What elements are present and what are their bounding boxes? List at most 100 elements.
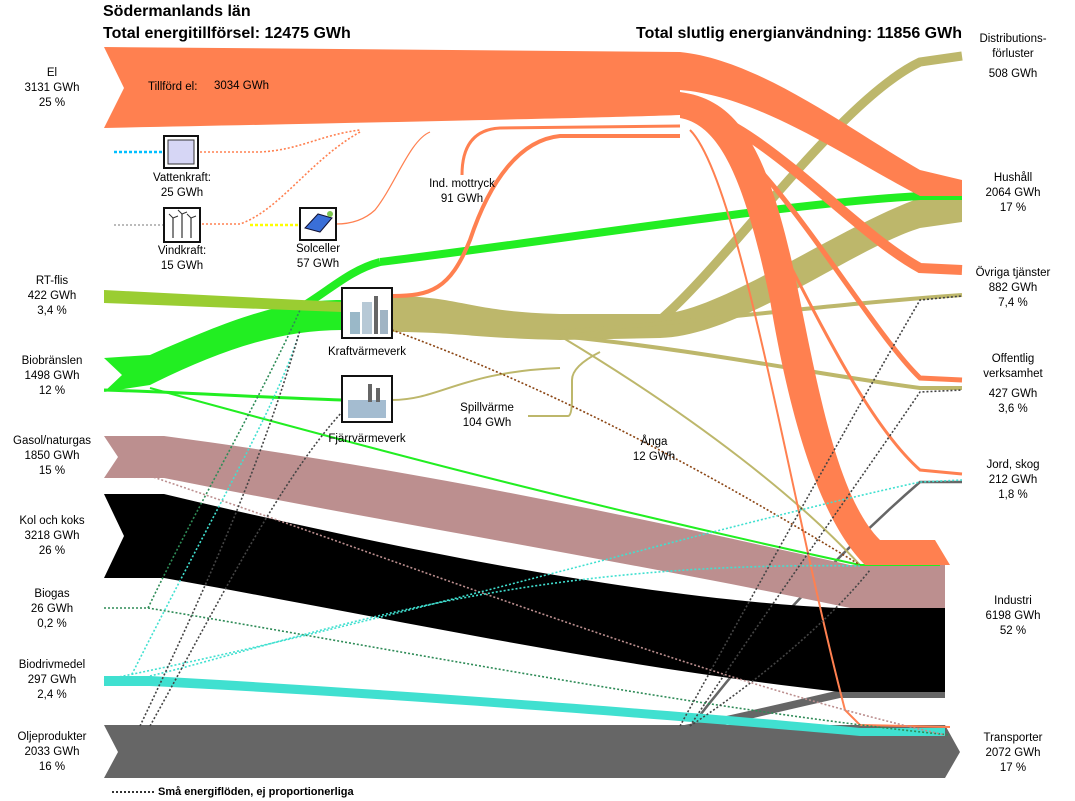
target-industri-share: 52 % [999,625,1027,637]
source-biodrivmedel-name: Biodrivmedel [18,659,86,671]
flow-hydro-el [200,129,361,153]
source-gasol-name: Gasol/naturgas [13,435,91,447]
flow-olja-transporter [104,725,960,778]
flow-olja-industri [660,690,945,735]
flow-el-ovriga [679,100,963,275]
flow-olja-jord [689,480,962,729]
fjarrvarmeverk-label: Fjärrvärmeverk [328,433,406,445]
target-distribution: Distributions- förluster 508 GWh [963,32,1063,82]
ind-mottryck-value: 91 GWh [440,193,484,205]
flow-el-distribution [679,98,963,476]
target-industri-value: 6198 GWh [985,610,1041,622]
target-hushall-name: Hushåll [993,172,1033,184]
target-distribution-name-1: Distributions- [979,33,1047,45]
flow-olja-offentlig [689,389,963,727]
target-distribution-value: 508 GWh [988,68,1038,80]
spillvarme-label: Spillvärme 104 GWh [450,401,524,431]
spillvarme-name: Spillvärme [460,402,514,414]
solceller-value: 57 GWh [296,258,340,270]
flow-heat-ovriga [559,293,963,334]
target-offentlig-share: 3,6 % [998,403,1028,415]
source-biobransle-share: 12 % [38,385,66,397]
ind-mottryck-label: Ind. mottryck 91 GWh [422,177,502,207]
target-offentlig-value: 427 GWh [988,388,1038,400]
source-rtflis-share: 3,4 % [37,305,67,317]
source-olja: Oljeprodukter 2033 GWh 16 % [0,730,104,775]
flow-solar-el [335,131,431,225]
source-el-share: 25 % [38,97,66,109]
target-jord: Jord, skog 212 GWh 1,8 % [963,458,1063,503]
source-kol-share: 26 % [38,545,66,557]
legend: Små energiflöden, ej proportionerliga [112,786,354,798]
target-transporter: Transporter 2072 GWh 17 % [963,731,1063,776]
flow-biodrivmedel-transporter [104,676,945,736]
source-biogas-value: 26 GWh [30,603,74,615]
target-ovriga-name: Övriga tjänster [975,267,1051,279]
flow-el-main [104,47,962,196]
solceller-label: Solceller 57 GWh [283,242,353,272]
target-ovriga-value: 882 GWh [988,282,1038,294]
target-jord-value: 212 GWh [988,474,1038,486]
flow-olja-ovriga [679,295,963,727]
flow-biogas-transporter [104,607,951,736]
target-industri: Industri 6198 GWh 52 % [963,594,1063,639]
anga-value: 12 GWh [632,451,676,463]
target-offentlig: Offentlig verksamhet 427 GWh 3,6 % [963,352,1063,417]
vattenkraft-label: Vattenkraft: 25 GWh [147,171,217,201]
flow-biodrivmedel-industri [149,564,861,677]
flow-wind-el [202,131,361,225]
vindkraft-label: Vindkraft: 15 GWh [147,244,217,274]
target-ovriga: Övriga tjänster 882 GWh 7,4 % [963,266,1063,311]
source-rtflis: RT-flis 422 GWh 3,4 % [0,274,104,319]
anga-name: Ånga [640,436,668,448]
solceller-icon [299,207,337,241]
source-kol: Kol och koks 3218 GWh 26 % [0,514,104,559]
kraftvarmeverk-icon [341,287,393,339]
flow-kvv-heat [392,192,962,340]
target-ovriga-share: 7,4 % [998,297,1028,309]
flow-gas-transport [149,475,946,736]
kraftvarmeverk-label: Kraftvärmeverk [328,346,406,358]
source-biobransle-name: Biobränslen [21,355,83,367]
target-offentlig-name-2: verksamhet [983,368,1043,380]
flow-bio-industri [149,387,940,566]
spillvarme-value: 104 GWh [462,417,512,429]
flow-heat-offentlig [559,334,962,390]
source-el: El 3131 GWh 25 % [0,66,104,111]
solceller-name: Solceller [295,243,341,255]
tillford-el-label: Tillförd el: [148,81,198,93]
fjarrvarmeverk-icon [341,375,393,423]
flow-bio-kvv [104,300,342,392]
target-jord-name: Jord, skog [986,459,1040,471]
vattenkraft-icon [163,135,199,169]
vattenkraft-name: Vattenkraft: [153,172,211,184]
total-supply-title: Total energitillförsel: 12475 GWh [103,25,351,42]
flow-bio-fjv [103,388,343,402]
source-olja-name: Oljeprodukter [17,731,87,743]
vattenkraft-value: 25 GWh [160,187,204,199]
target-transporter-value: 2072 GWh [985,747,1041,759]
flow-heat-industri [559,335,861,566]
target-distribution-name-2: förluster [992,48,1034,60]
flow-anga [391,329,861,566]
flow-el-kvv-out [391,134,680,298]
source-el-value: 3131 GWh [24,82,80,94]
source-biodrivmedel-value: 297 GWh [27,674,77,686]
source-gasol-share: 15 % [38,465,66,477]
total-use-title: Total slutlig energianvändning: 11856 GW… [636,25,962,42]
flow-olja-fjv [149,411,343,727]
anga-label: Ånga 12 GWh [622,435,686,465]
source-kol-value: 3218 GWh [24,530,80,542]
source-biogas: Biogas 26 GWh 0,2 % [0,587,104,632]
ind-mottryck-name: Ind. mottryck [429,178,495,190]
vindkraft-icon [163,207,201,243]
legend-dotted-line [112,791,154,794]
source-el-name: El [46,67,58,79]
source-olja-value: 2033 GWh [24,746,80,758]
flow-el-transporter [689,129,951,728]
source-biobransle-value: 1498 GWh [24,370,80,382]
source-biodrivmedel: Biodrivmedel 297 GWh 2,4 % [0,658,104,703]
flow-olja-industri-dot [689,569,871,727]
source-rtflis-value: 422 GWh [27,290,77,302]
